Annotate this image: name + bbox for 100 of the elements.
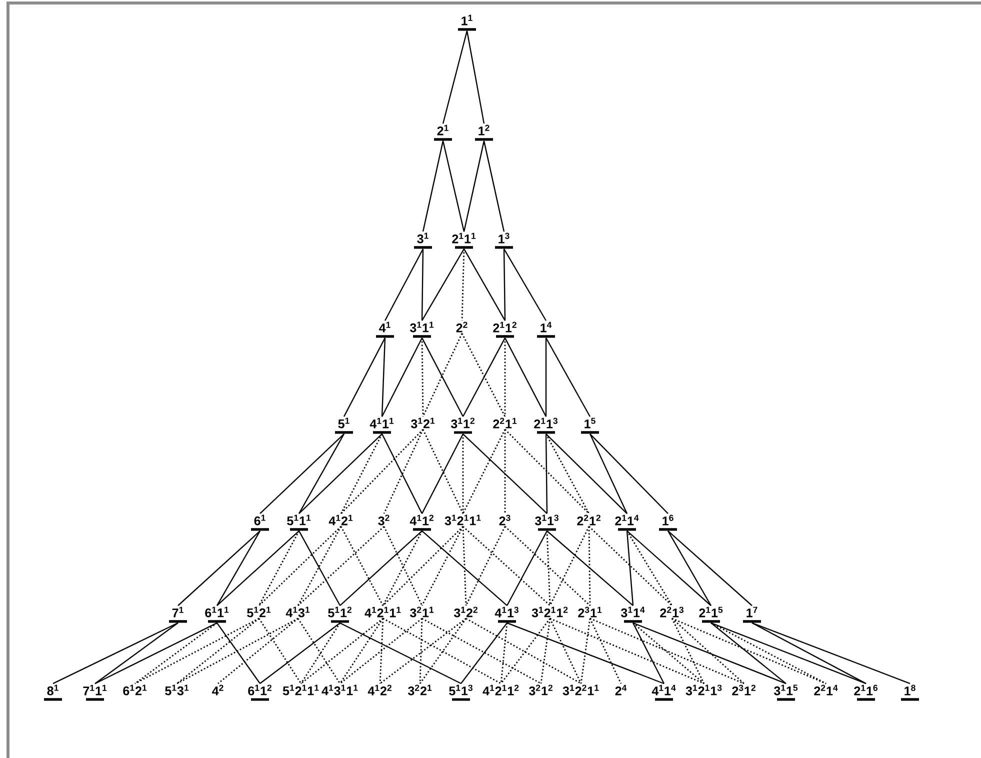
partition-label: 2$^{3}$1$^{2}$ <box>732 684 756 696</box>
dotted-line <box>504 526 590 606</box>
line <box>52 622 178 684</box>
line <box>178 530 260 606</box>
partition-label: 1$^{8}$ <box>901 684 920 701</box>
dotted-line <box>462 434 464 514</box>
partition-label: 4$^{1}$3$^{1}$1$^{1}$ <box>322 684 358 696</box>
partition-label: 3$^{1}$1$^{3}$ <box>534 514 558 531</box>
partition-label: 4$^{1}$2$^{1}$1$^{1}$ <box>364 606 401 618</box>
dotted-line <box>672 618 826 684</box>
line <box>506 530 548 606</box>
dotted-line <box>380 618 466 684</box>
partition-label: 1$^{3}$ <box>495 232 513 249</box>
line <box>462 434 548 514</box>
partition-label: 4$^{1}$2$^{1}$1$^{2}$ <box>482 684 519 696</box>
line <box>442 30 468 124</box>
partition-label: 1$^{5}$ <box>581 418 599 434</box>
line <box>421 248 424 321</box>
partition-label: 2$^{1}$1$^{2}$ <box>493 322 516 338</box>
line <box>483 140 505 232</box>
partition-label: 1$^{6}$ <box>659 514 677 531</box>
partition-label: 4$^{1}$2$^{1}$ <box>328 514 353 526</box>
line <box>340 530 422 606</box>
dotted-line <box>298 526 384 606</box>
partition-label: 5$^{1}$ <box>335 418 353 434</box>
line <box>590 433 668 514</box>
dotted-line <box>421 338 424 417</box>
dotted-line <box>339 618 384 684</box>
dotted-line <box>504 338 506 417</box>
line <box>442 140 465 232</box>
partition-label: 2$^{1}$1$^{4}$ <box>615 514 639 531</box>
dotted-line <box>462 526 467 606</box>
line <box>632 622 786 684</box>
partition-label: 2$^{2}$1$^{4}$ <box>814 684 838 696</box>
line <box>94 622 178 684</box>
dotted-line <box>258 530 300 606</box>
line <box>589 434 628 514</box>
partition-label: 6$^{1}$1$^{2}$ <box>248 684 272 701</box>
line <box>381 338 423 417</box>
dotted-line <box>540 618 551 684</box>
partition-label: 4$^{1}$1$^{2}$ <box>410 514 434 531</box>
line <box>752 622 910 684</box>
partition-label: 3$^{1}$2$^{1}$1$^{3}$ <box>686 684 722 696</box>
partition-label: 3$^{2}$1$^{2}$ <box>528 684 552 696</box>
line <box>384 248 424 321</box>
dotted-line <box>504 428 590 514</box>
line <box>546 530 634 606</box>
line <box>260 622 340 684</box>
partition-label: 5$^{1}$2$^{1}$ <box>247 606 271 618</box>
dotted-line <box>500 622 508 684</box>
partition-label: 2$^{2}$1$^{3}$ <box>660 606 684 618</box>
line <box>460 622 508 684</box>
line <box>506 622 664 684</box>
dotted-line <box>589 618 622 684</box>
dotted-line <box>340 428 424 514</box>
dotted-line <box>340 526 384 606</box>
partition-label: 3$^{1}$1$^{1}$ <box>410 322 434 338</box>
line <box>626 530 634 606</box>
partition-label: 2$^{1}$1$^{3}$ <box>534 418 558 434</box>
partition-label: 5$^{1}$2$^{1}$1$^{1}$ <box>282 684 319 696</box>
line <box>503 248 506 321</box>
line <box>545 338 547 417</box>
partition-label: 4$^{1}$1$^{3}$ <box>494 606 518 623</box>
partition-label: 3$^{2}$2$^{1}$ <box>408 684 432 696</box>
dotted-line <box>588 526 591 606</box>
dotted-line <box>500 618 551 684</box>
dotted-line <box>176 618 260 684</box>
partition-label: 3$^{1}$2$^{2}$ <box>454 606 478 618</box>
partition-label: 3$^{2}$1$^{1}$ <box>410 606 434 618</box>
dotted-line <box>379 618 384 684</box>
dotted-line <box>419 618 467 684</box>
line <box>632 622 665 684</box>
partition-label: 3$^{1}$1$^{4}$ <box>620 606 645 623</box>
dotted-line <box>672 618 744 684</box>
line <box>668 530 712 606</box>
line <box>298 434 345 514</box>
partition-label: 4$^{1}$ <box>376 322 394 338</box>
line <box>422 248 465 321</box>
dotted-line <box>258 618 302 684</box>
partition-label: 4$^{1}$2$^{2}$ <box>368 684 392 696</box>
dotted-line <box>546 530 551 606</box>
dotted-line <box>134 622 218 684</box>
partition-label: 2$^{1}$1$^{6}$ <box>854 684 878 701</box>
partition-label: 3$^{1}$2$^{1}$ <box>410 418 435 428</box>
line <box>710 622 866 684</box>
dotted-line <box>419 618 423 684</box>
line <box>504 248 547 321</box>
partition-label: 1$^{1}$ <box>458 14 476 31</box>
dotted-line <box>462 526 550 606</box>
partition-label: 4$^{2}$ <box>212 684 224 696</box>
dotted-line <box>710 622 826 684</box>
partition-label: 3$^{1}$ <box>414 232 432 249</box>
dotted-line <box>382 618 502 684</box>
line <box>545 434 548 514</box>
line <box>546 434 628 514</box>
dotted-line <box>549 618 582 684</box>
line <box>545 338 591 417</box>
partition-label: 6$^{1}$ <box>251 514 269 531</box>
line <box>260 434 344 514</box>
dotted-line <box>461 248 465 321</box>
